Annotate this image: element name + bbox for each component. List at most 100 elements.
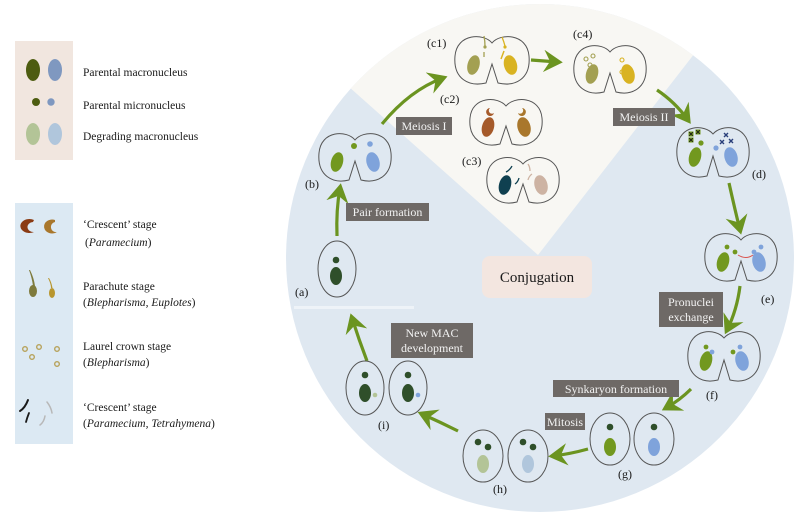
stage-a-cell bbox=[317, 240, 357, 298]
arrow-b-to-c1 bbox=[380, 72, 448, 126]
svg-text:Meiosis I: Meiosis I bbox=[402, 119, 447, 133]
laurel-crown-icon bbox=[22, 344, 61, 368]
stage-label-f: (f) bbox=[706, 388, 718, 402]
stage-e-pair bbox=[704, 233, 778, 282]
degrading-macronucleus-icon bbox=[26, 123, 62, 145]
stage-c3-pair bbox=[486, 157, 560, 204]
micronucleus bbox=[332, 256, 340, 264]
parachute-icon bbox=[29, 270, 55, 298]
stage-d-pair bbox=[676, 127, 750, 178]
legend-species-laurel-crown: (Blepharisma) bbox=[83, 357, 150, 369]
macronucleus-left bbox=[688, 147, 702, 167]
macronucleus-right bbox=[752, 252, 766, 272]
cell-outline bbox=[318, 133, 392, 182]
label-mitosis: Mitosis bbox=[545, 413, 585, 430]
legend-label-degrading-macronucleus: Degrading macronucleus bbox=[83, 131, 199, 143]
label-new-mac-development: New MAC development bbox=[391, 323, 473, 358]
macronucleus-left bbox=[585, 64, 599, 84]
micronucleus-left bbox=[351, 143, 357, 149]
meiosis-wedge bbox=[330, 4, 705, 255]
macronucleus-right bbox=[621, 64, 635, 84]
stage-label-e: (e) bbox=[761, 292, 774, 306]
parental-macronucleus-icon bbox=[26, 59, 62, 81]
arrow-c4-to-d bbox=[656, 88, 691, 124]
stage-label-c4: (c4) bbox=[573, 27, 592, 41]
crescent-tetrahymena-icon bbox=[19, 399, 53, 426]
stage-label-c1: (c1) bbox=[427, 36, 446, 50]
stage-label-i: (i) bbox=[378, 418, 389, 432]
macronucleus-right bbox=[366, 152, 380, 172]
stage-h-cells bbox=[462, 429, 549, 483]
svg-text:New MAC: New MAC bbox=[406, 326, 459, 340]
cell-outline bbox=[687, 331, 761, 382]
macronucleus-left bbox=[699, 351, 713, 371]
cell-outline bbox=[454, 36, 530, 85]
legend-species-parachute: (Blepharisma, Euplotes) bbox=[83, 297, 196, 309]
stage-label-c2: (c2) bbox=[440, 92, 459, 106]
process-labels: Pair formation Meiosis I Meiosis II Pron… bbox=[346, 108, 723, 430]
legend-label-crescent-tetrahymena: ‘Crescent’ stage bbox=[83, 402, 157, 414]
svg-text:Pair formation: Pair formation bbox=[353, 205, 423, 219]
arrow-g-to-h bbox=[548, 443, 589, 466]
legend-label-parachute: Parachute stage bbox=[83, 281, 155, 293]
cell-outline bbox=[704, 233, 778, 282]
stage-c1-pair bbox=[454, 35, 530, 85]
stage-i-cells bbox=[345, 360, 428, 416]
arrow-h-to-i bbox=[417, 409, 459, 433]
legend-species-crescent-paramecium: (Paramecium) bbox=[85, 237, 152, 249]
stage-label-a: (a) bbox=[295, 285, 308, 299]
cell-outline bbox=[469, 99, 543, 146]
stage-label-b: (b) bbox=[305, 177, 319, 191]
arrow-c1-to-c4 bbox=[530, 49, 563, 73]
cell-outline bbox=[486, 157, 560, 204]
macronucleus-left bbox=[498, 175, 512, 195]
legend-nuclei-background bbox=[15, 41, 73, 160]
svg-text:Mitosis: Mitosis bbox=[547, 415, 583, 429]
center-label-text: Conjugation bbox=[500, 270, 575, 286]
stage-label-h: (h) bbox=[493, 482, 507, 496]
cell-outline bbox=[573, 45, 647, 94]
parental-micronucleus-icon bbox=[32, 98, 55, 106]
cell-outline bbox=[676, 127, 750, 178]
center-label: Conjugation bbox=[482, 256, 592, 298]
macronucleus-right bbox=[503, 55, 518, 75]
arrow-d-to-e bbox=[725, 182, 748, 235]
macronucleus-left bbox=[330, 152, 344, 172]
label-synkaryon-formation: Synkaryon formation bbox=[553, 380, 679, 397]
legend-label-crescent-paramecium: ‘Crescent’ stage bbox=[83, 219, 157, 231]
legend-stages: ‘Crescent’ stage (Paramecium) Parachute … bbox=[15, 203, 215, 444]
legend-species-crescent-tetrahymena: (Paramecium, Tetrahymena) bbox=[83, 418, 215, 430]
macronucleus-right bbox=[534, 175, 548, 195]
stage-label-d: (d) bbox=[752, 167, 766, 181]
exchange-bridge bbox=[737, 254, 754, 258]
arrow-e-to-f bbox=[723, 285, 744, 335]
label-meiosis-2: Meiosis II bbox=[613, 108, 675, 126]
label-pair-formation: Pair formation bbox=[346, 203, 429, 221]
stage-f-pair bbox=[687, 331, 761, 382]
svg-text:Meiosis II: Meiosis II bbox=[620, 110, 669, 124]
divider-line bbox=[294, 306, 414, 309]
legend-label-parental-micronucleus: Parental micronucleus bbox=[83, 100, 186, 112]
legend-label-laurel-crown: Laurel crown stage bbox=[83, 341, 171, 353]
macronucleus bbox=[330, 267, 342, 285]
arrow-i-to-a bbox=[345, 313, 369, 362]
macronucleus-left bbox=[467, 55, 480, 75]
legend-nuclei: Parental macronucleus Parental micronucl… bbox=[15, 41, 199, 160]
svg-text:exchange: exchange bbox=[668, 310, 713, 324]
svg-text:Pronuclei: Pronuclei bbox=[668, 295, 715, 309]
stage-g-cells bbox=[589, 412, 675, 466]
macronucleus-left bbox=[716, 252, 730, 272]
arrow-f-to-g bbox=[661, 387, 693, 411]
legend-label-parental-macronucleus: Parental macronucleus bbox=[83, 67, 188, 79]
label-meiosis-1: Meiosis I bbox=[396, 117, 452, 135]
stage-label-g: (g) bbox=[618, 467, 632, 481]
macronucleus-left bbox=[481, 117, 495, 137]
label-pronuclei-exchange: Pronuclei exchange bbox=[659, 292, 723, 327]
svg-text:Synkaryon formation: Synkaryon formation bbox=[565, 382, 667, 396]
legend-stages-background bbox=[15, 203, 73, 444]
arrow-a-to-b bbox=[326, 183, 349, 237]
stage-labels: (a) (b) (c1) (c2) (c3) (c4) (d) (e) (f) … bbox=[295, 27, 774, 496]
svg-text:development: development bbox=[401, 341, 464, 355]
stage-c4-pair bbox=[573, 45, 647, 94]
